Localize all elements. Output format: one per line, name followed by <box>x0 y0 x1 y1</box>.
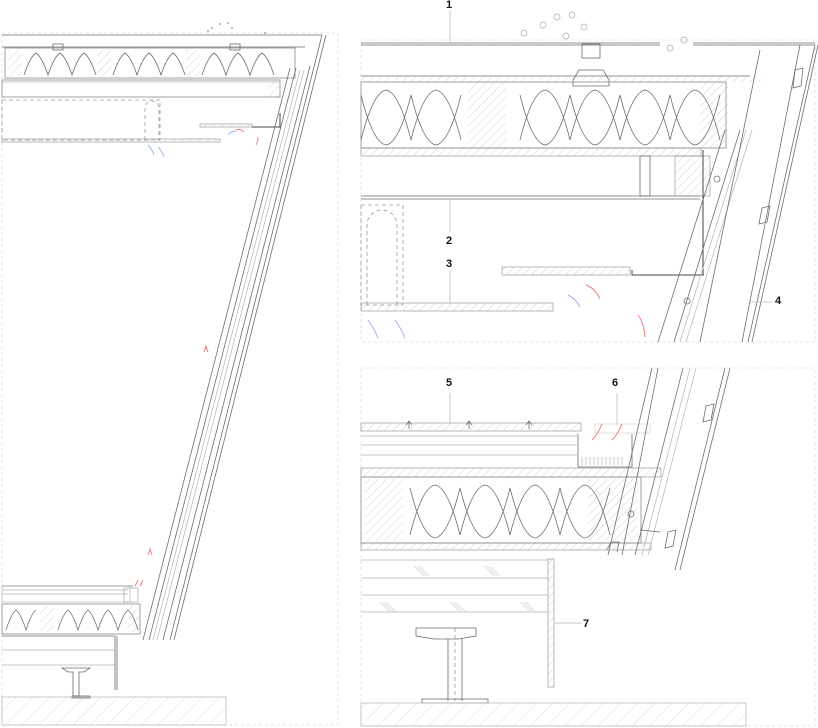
callout-1: 1 <box>446 0 453 11</box>
overview-panel <box>1 22 339 726</box>
roof-insulation <box>23 52 275 77</box>
inclined-facade <box>142 34 327 641</box>
callout-2: 2 <box>446 235 453 247</box>
detail-bottom-panel <box>360 367 816 727</box>
top-insulation <box>360 89 721 146</box>
snow-icons <box>520 11 688 52</box>
callout-7: 7 <box>583 618 590 630</box>
bottom-detail-facade <box>606 367 731 571</box>
callout-4: 4 <box>775 295 782 307</box>
callout-5: 5 <box>446 377 453 389</box>
detail-top-panel <box>360 10 818 343</box>
callout-3: 3 <box>446 258 453 270</box>
top-detail-facade <box>657 44 818 343</box>
callout-6: 6 <box>612 377 619 389</box>
bottom-insulation <box>409 484 611 539</box>
